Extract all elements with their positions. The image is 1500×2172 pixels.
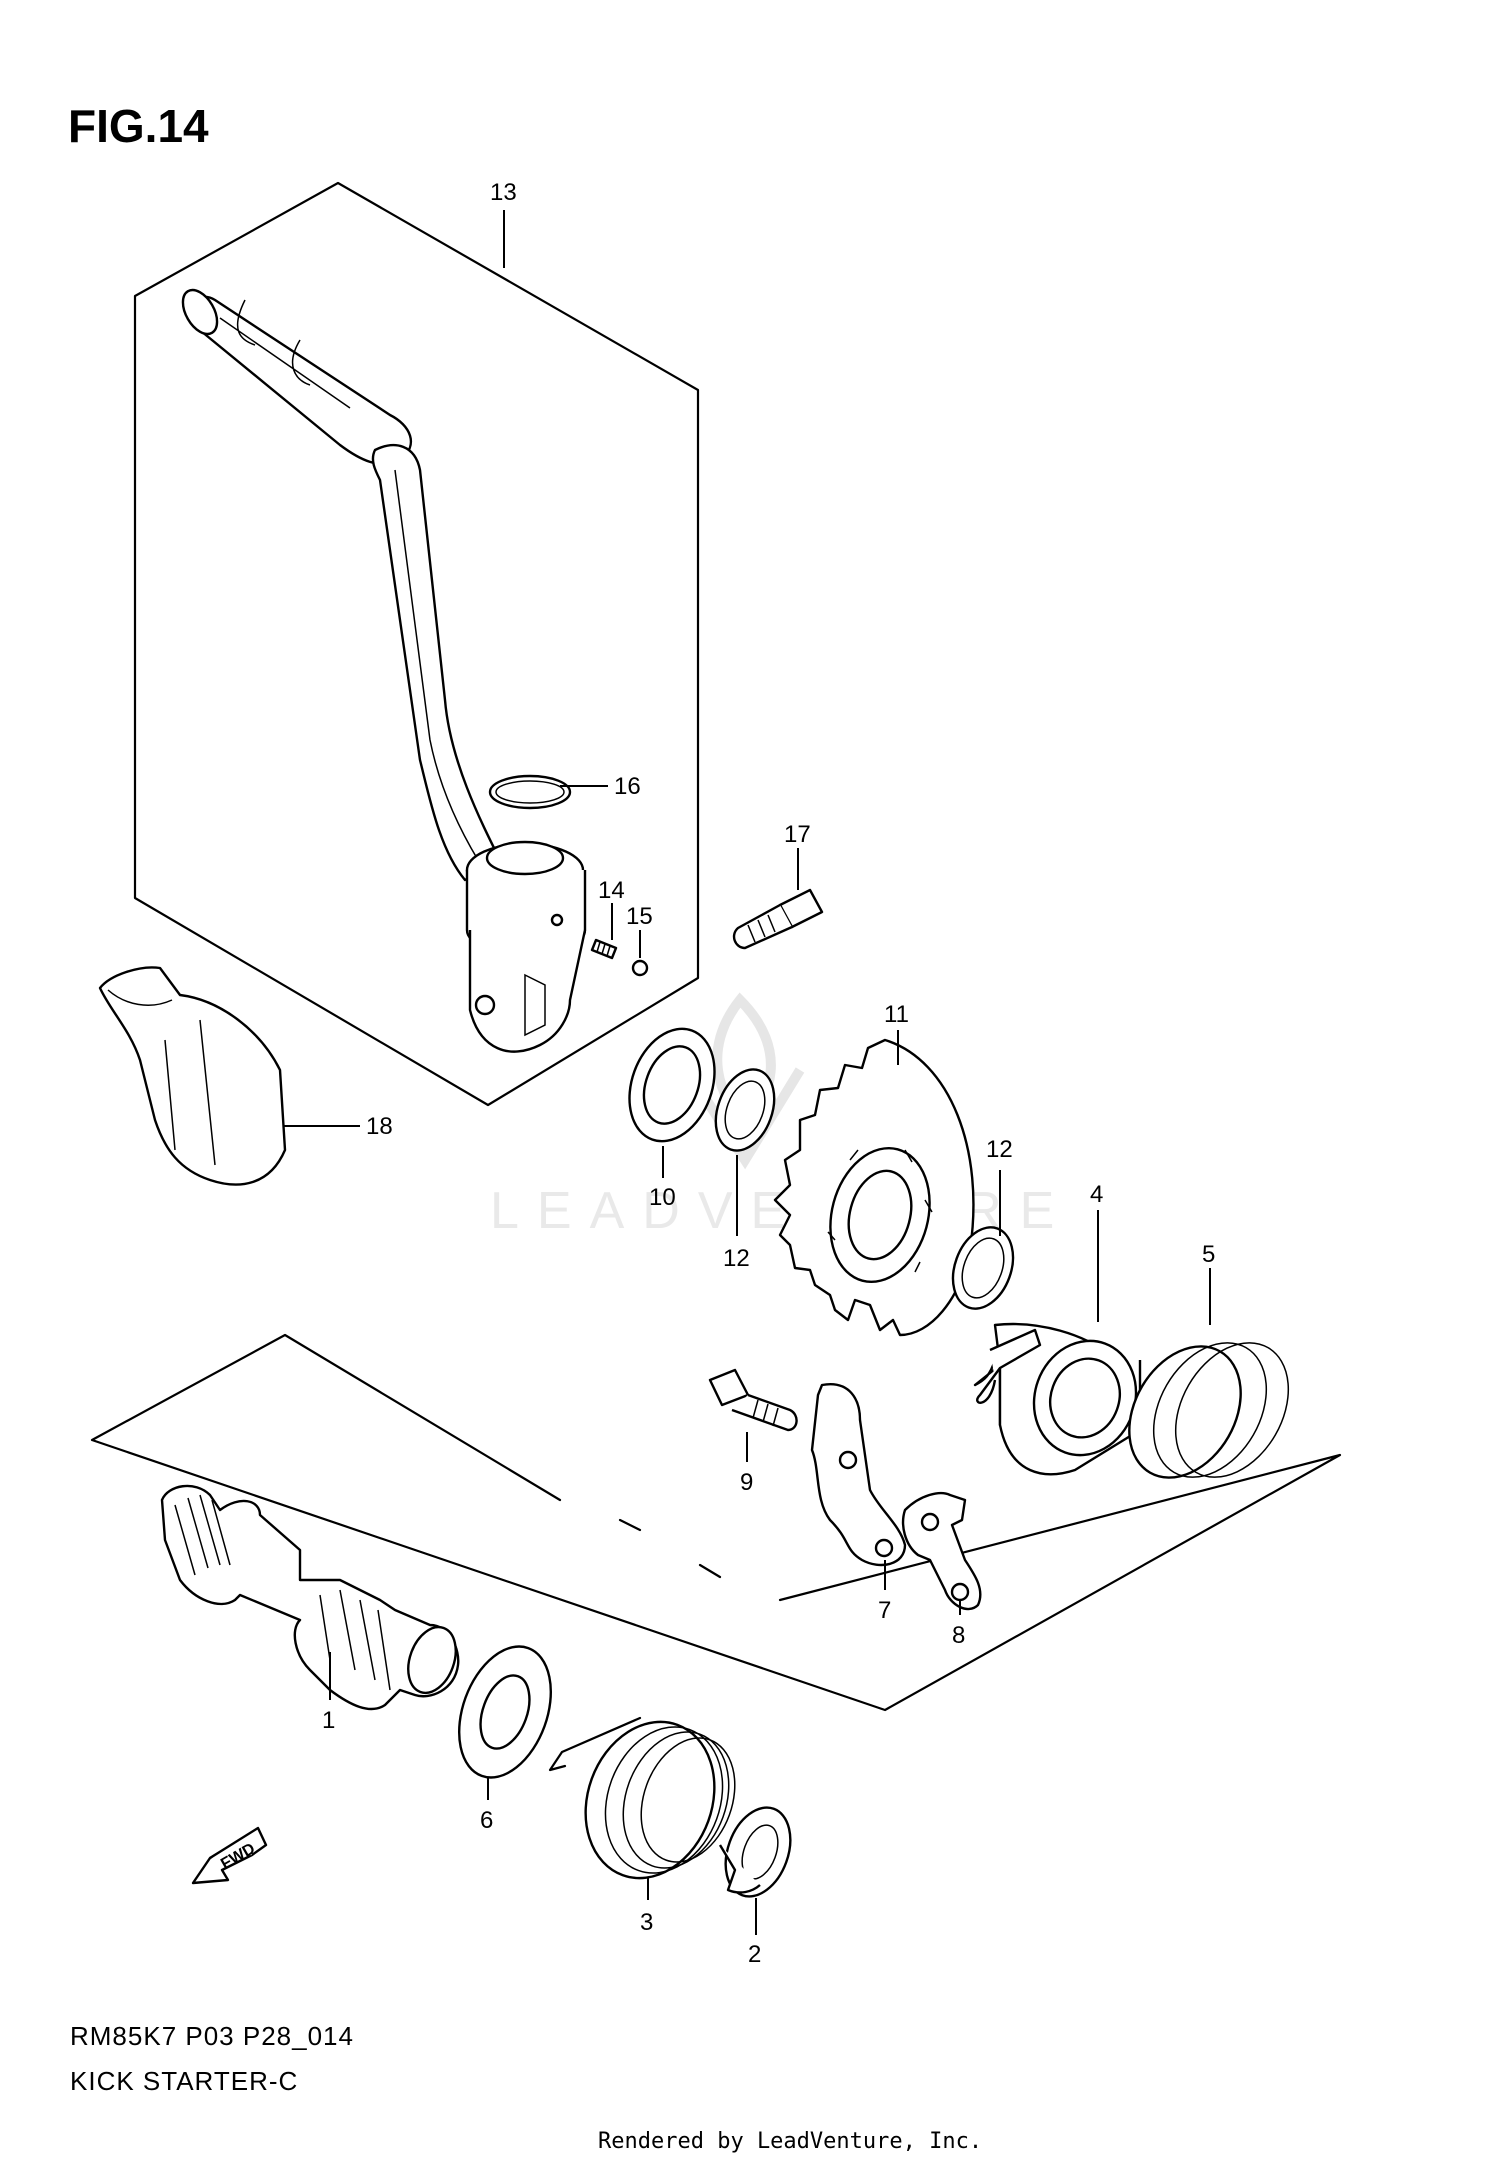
return-spring-part	[548, 1716, 736, 1880]
fwd-arrow-icon: FWD	[191, 1826, 268, 1885]
idle-gear-part	[773, 1038, 975, 1337]
kick-lever-part	[181, 288, 587, 1053]
callout-label: 13	[490, 179, 517, 206]
callout-label: 17	[784, 821, 811, 848]
guide-bolt-part	[708, 1368, 798, 1432]
kick-shaft-box-outline	[90, 1333, 1342, 1712]
section-name-caption: KICK STARTER-C	[70, 2066, 298, 2096]
stopper-plate-part	[901, 1491, 982, 1611]
callout-label: 7	[878, 1597, 891, 1624]
callout-label: 3	[640, 1909, 653, 1936]
callout-label: 18	[366, 1113, 393, 1140]
callout-label: 5	[1202, 1241, 1215, 1268]
model-code-caption: RM85K7 P03 P28_014	[70, 2021, 354, 2051]
callout-label: 16	[614, 773, 641, 800]
lever-ball-part	[631, 959, 649, 977]
callout-label: 11	[884, 1001, 909, 1028]
callout-label: 12	[986, 1136, 1013, 1163]
washer-right-part	[951, 1226, 1015, 1310]
callout-label: 2	[748, 1941, 761, 1968]
kick-shaft-part	[160, 1484, 460, 1711]
callout-label: 4	[1090, 1181, 1103, 1208]
callout-label: 10	[649, 1184, 676, 1211]
guide-plate-part	[810, 1383, 907, 1567]
kick-lever-box-outline	[133, 181, 700, 1107]
callout-label: 8	[952, 1622, 965, 1649]
thrust-washer-part	[457, 1645, 553, 1779]
lever-cover-part	[98, 966, 287, 1186]
ratchet-part	[973, 1322, 1142, 1476]
callouts: 13 16 17 14 15 11 18 12 10 12 4 5 9 7 8 …	[283, 179, 1215, 1968]
oil-seal-part	[628, 1027, 716, 1143]
callout-label: 12	[723, 1245, 750, 1272]
callout-label: 14	[598, 877, 625, 904]
spring-guide-part	[718, 1806, 792, 1898]
washer-left-part	[714, 1068, 776, 1152]
circlip-part	[488, 774, 572, 810]
callout-label: 9	[740, 1469, 753, 1496]
figure-title: FIG.14	[68, 100, 209, 152]
callout-label: 1	[322, 1707, 335, 1734]
render-credit: Rendered by LeadVenture, Inc.	[598, 2129, 982, 2154]
lever-pin-part	[590, 938, 618, 960]
callout-label: 6	[480, 1807, 493, 1834]
callout-label: 15	[626, 903, 653, 930]
lever-bolt-part	[732, 888, 824, 950]
ratchet-spring-part	[1128, 1342, 1290, 1479]
